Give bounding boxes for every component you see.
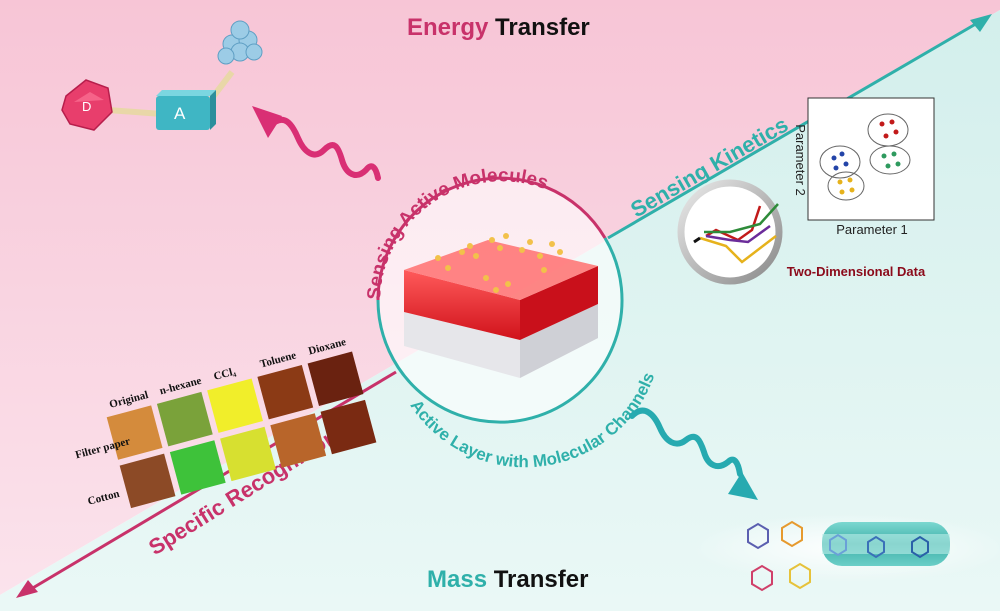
- mass-transfer-word: Transfer: [487, 566, 589, 593]
- sample-cotton-dioxane: [320, 399, 377, 455]
- sample-cotton-ccl4: [220, 426, 276, 482]
- sample-filter-dioxane: [307, 351, 364, 406]
- energy-word: Energy: [407, 14, 489, 41]
- plot-xlabel: Parameter 1: [836, 222, 908, 237]
- mass-word: Mass: [427, 566, 488, 593]
- sample-cotton-toluene: [270, 413, 327, 468]
- kinetics-dial: [677, 179, 783, 285]
- active-layer-block: [404, 240, 598, 378]
- specific-recognition-arrowhead: [16, 580, 38, 598]
- sensing-kinetics-axis: [607, 16, 987, 240]
- mass-wave-icon: [629, 407, 758, 500]
- energy-transfer-word: Transfer: [488, 14, 590, 41]
- donor-label: D: [82, 99, 91, 114]
- donor-acceptor-molecule: [61, 20, 263, 131]
- sample-cotton-hexane: [169, 440, 226, 495]
- sensing-kinetics-arrowhead: [970, 14, 992, 32]
- sample-filter-hexane: [156, 391, 213, 447]
- guest-molecules: [747, 520, 929, 592]
- mass-transfer-title: Mass Transfer: [427, 566, 588, 594]
- sample-filter-original: [106, 405, 163, 460]
- cluster-icon: [217, 20, 263, 65]
- sample-cotton-original: [119, 453, 176, 509]
- acceptor-label: A: [174, 104, 186, 123]
- acceptor-block: [156, 96, 210, 130]
- energy-transfer-title: Energy Transfer: [407, 14, 590, 42]
- sample-filter-toluene: [257, 364, 314, 420]
- energy-wave-icon: [252, 106, 381, 181]
- plot-caption: Two-Dimensional Data: [787, 264, 926, 279]
- col-label-ccl4: CCl₄: [212, 365, 237, 383]
- sample-filter-ccl4: [207, 378, 263, 433]
- center-ring-teal: [376, 237, 624, 424]
- center-ring-pink: [376, 176, 607, 301]
- sample-grid: Original n-hexane CCl₄ Toluene Dioxane F…: [74, 336, 377, 509]
- sensing-molecules: [435, 233, 563, 293]
- donor-polyhedron: [61, 79, 113, 131]
- plot-ylabel: Parameter 2: [793, 124, 808, 196]
- two-dimensional-plot: [807, 97, 935, 221]
